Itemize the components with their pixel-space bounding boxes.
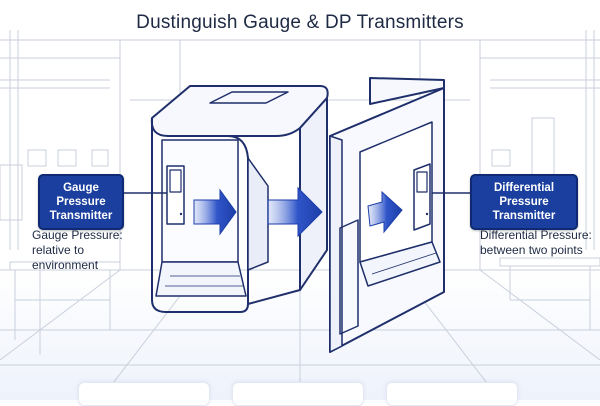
arrow-between-rooms-icon [267,186,323,238]
bottom-card-center [232,382,364,406]
gauge-caption-line1: Gauge Pressure: [32,228,123,242]
gauge-caption-line2: relative to environment [32,243,99,272]
gauge-label-line2: Transmitter [49,210,113,222]
differential-pressure-caption: Differential Pressure: between two point… [480,228,592,258]
dp-caption-line1: Differential Pressure: [480,228,592,242]
background-room [0,30,600,400]
differential-pressure-label: Differential Pressure Transmitter [470,174,578,230]
page-title: Dustinguish Gauge & DP Transmitters [136,12,464,33]
bottom-card-right [386,382,518,406]
gauge-pressure-label: Gauge Pressure Transmitter [38,174,124,230]
bottom-card-left [78,382,210,406]
arrow-into-dp-room-icon [367,190,403,234]
dp-caption-line2: between two points [480,243,583,257]
flow-arrows [193,186,403,238]
arrow-into-gauge-room-icon [193,188,237,236]
gauge-label-line1: Gauge Pressure [56,182,106,208]
dp-label-line1: Differential Pressure [493,182,555,208]
gauge-pressure-caption: Gauge Pressure: relative to environment [32,228,147,273]
dp-label-line2: Transmitter [492,210,556,222]
